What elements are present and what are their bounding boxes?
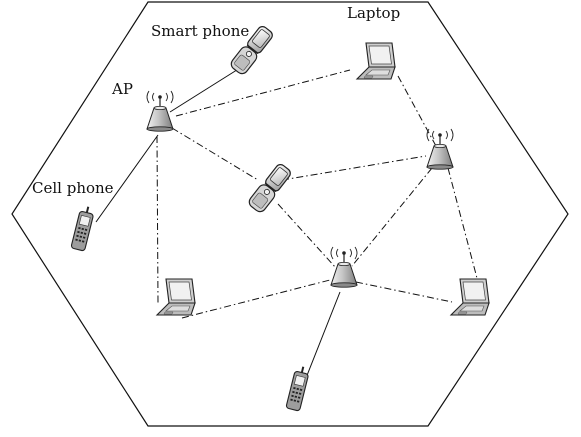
laptop-1 [356,42,396,80]
smart-phone-2 [246,161,294,215]
cell-phone-label: Cell phone [32,179,114,197]
link-ap3-laptop3 [355,281,453,303]
link-ap3-cellphone2 [303,291,341,384]
laptop-2 [156,278,196,316]
access-point-2 [426,128,454,170]
link-ap1-laptop1 [175,69,351,117]
link-ap2-laptop3 [447,167,479,283]
link-ap1-smartphone1 [169,67,241,113]
smart-phone-label: Smart phone [151,22,250,40]
hexagon-boundary [11,1,569,427]
link-laptop2-ap3 [181,279,331,319]
access-point-3 [330,246,358,288]
laptop-3 [450,278,490,316]
link-ap2-ap3 [351,167,433,267]
links [95,67,479,384]
access-point-1 [146,90,174,132]
link-smartphone2-ap3 [277,203,337,269]
link-smartphone2-ap2 [281,155,427,181]
link-ap1-smartphone2 [171,127,259,181]
link-ap1-cellphone1 [95,134,159,223]
link-laptop1-ap2 [397,75,437,147]
laptop-label: Laptop [347,4,401,22]
ap-label: AP [112,80,133,98]
cell-phone-1 [70,204,96,252]
link-ap1-laptop2 [156,135,159,304]
cell-phone-2 [285,364,311,412]
